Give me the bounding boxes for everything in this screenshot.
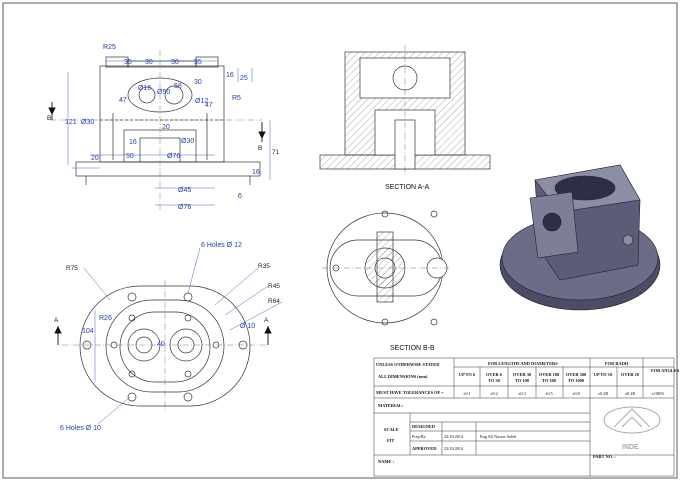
dim-30-right: 30 xyxy=(171,59,179,66)
tb-range-label: OVER 100 xyxy=(539,372,560,377)
cut-label-b-left: B xyxy=(47,115,51,122)
tb-tolerance-value: ±0.2R xyxy=(598,391,609,396)
isometric-view xyxy=(499,164,661,311)
dim-6-holes-10: 6 Holes Ø 10 xyxy=(60,425,101,432)
section-bb-caption: SECTION B-B xyxy=(390,345,435,352)
tb-part-no-label: PART NO. : xyxy=(593,454,616,459)
section-bb-view xyxy=(322,210,450,326)
dim-121: 121 xyxy=(65,119,77,126)
tb-fit-label: FIT xyxy=(387,438,394,443)
top-view-centerlines xyxy=(62,280,268,412)
front-view-dimensions: R25 35 30 30 35 16 25 30 Ø16 Ø50 58 47 Ø… xyxy=(65,44,280,211)
top-view-dimensions: 6 Holes Ø 12 R75 R35 R45 R64 R26 104 40 … xyxy=(60,242,280,432)
dim-dia76-inner: Ø76 xyxy=(167,153,180,160)
dim-dia12: Ø12 xyxy=(195,98,208,105)
dim-dia76-outer: Ø76 xyxy=(178,204,191,211)
tb-range-label: OVER 300 xyxy=(566,372,587,377)
dim-6-holes-12: 6 Holes Ø 12 xyxy=(201,242,242,249)
dim-r26: R26 xyxy=(99,315,112,322)
tb-range-label: TO 1000 xyxy=(568,378,585,383)
tb-must-have-tolerances: MUST HAVE TOLERANCES OF = xyxy=(376,390,444,395)
tb-range-label: UP TO 10 xyxy=(594,372,613,377)
section-aa-caption: SECTION A-A xyxy=(385,184,430,191)
dim-dia45: Ø45 xyxy=(178,187,191,194)
dim-dia50: Ø50 xyxy=(157,89,170,96)
dim-16-top: 16 xyxy=(226,72,234,79)
tb-tolerance-value: ±0.5 xyxy=(545,391,553,396)
tb-range-label: UP TO 6 xyxy=(459,372,476,377)
dim-dia30-inner: Ø30 xyxy=(181,138,194,145)
dim-r64: R64 xyxy=(268,298,280,305)
dim-dia16: Ø16 xyxy=(138,85,151,92)
cut-line-bb xyxy=(48,102,266,142)
tb-range-label: OVER 10 xyxy=(621,372,640,377)
tb-lengths-header: FOR LENGTHS AND DIAMETERS xyxy=(488,361,558,366)
dim-dia10: Ø 10 xyxy=(240,323,255,330)
tb-radii-header: FOR RADII xyxy=(605,361,629,366)
tb-range-label: TO 30 xyxy=(488,378,501,383)
tb-range-label: OVER 30 xyxy=(513,372,532,377)
dim-6: 6 xyxy=(238,193,242,200)
cut-label-b-right: B xyxy=(258,145,262,152)
dim-71: 71 xyxy=(272,149,280,156)
tb-prep-date: 22/10/2014 xyxy=(444,434,464,439)
tb-material-label: MATERIAL: xyxy=(378,403,404,408)
tb-tolerance-value: ±0.3 xyxy=(518,391,526,396)
dim-47-right: 47 xyxy=(205,102,213,109)
tb-designed-label: DESIGNED xyxy=(412,424,435,429)
tb-scale-label: SCALE xyxy=(384,427,399,432)
cut-label-a-left: A xyxy=(54,317,59,324)
tb-tolerance-value: ±0.8 xyxy=(572,391,580,396)
title-block-text: UNLESS OTHERWISE STATED ALL DIMENSIONS (… xyxy=(376,361,680,464)
front-view-dimension-lines xyxy=(67,60,271,206)
tb-all-dimensions: ALL DIMENSIONS (mm) xyxy=(378,374,428,379)
dim-16-base: 16 xyxy=(252,169,260,176)
dim-47-left: 47 xyxy=(119,97,127,104)
tb-angles-header: FOR ANGLES xyxy=(651,368,680,373)
dim-35-left: 35 xyxy=(124,59,132,66)
dim-50: 50 xyxy=(126,153,134,160)
logo xyxy=(603,406,661,434)
title-block xyxy=(373,357,675,477)
dim-r45: R45 xyxy=(268,283,280,290)
tb-approved-date: 23/10/2014 xyxy=(444,446,464,451)
dim-r25: R25 xyxy=(103,44,116,51)
tb-tolerance-values: ±0.1 ±0.2 ±0.3 ±0.5 ±0.8 ±0.2R ±0.2R ±10R% xyxy=(463,391,665,396)
logo-text: INDE xyxy=(622,444,639,451)
dim-35-right: 35 xyxy=(194,59,202,66)
tb-name-label: NAME : xyxy=(378,459,395,464)
cut-line-aa xyxy=(54,325,272,345)
dim-25: 25 xyxy=(240,75,248,82)
tb-approved-label: APPROVED xyxy=(412,446,436,451)
section-aa-view xyxy=(319,45,491,175)
dim-104: 104 xyxy=(82,328,94,335)
tb-prep-label: Prep.By xyxy=(412,434,427,439)
dim-20-inner: 20 xyxy=(162,124,170,131)
dim-20-base: 20 xyxy=(91,155,99,162)
tb-range-label: OVER 6 xyxy=(486,372,503,377)
top-view-leaders xyxy=(83,247,283,425)
dim-r75: R75 xyxy=(66,265,78,272)
dim-r35: R35 xyxy=(258,263,270,270)
dim-r5: R5 xyxy=(232,95,241,102)
cut-label-a-right: A xyxy=(264,317,269,324)
dim-dia30: Ø30 xyxy=(81,119,94,126)
tb-range-label: TO 100 xyxy=(515,378,530,383)
tb-tolerance-value: ±0.2R xyxy=(625,391,636,396)
tb-unless-stated: UNLESS OTHERWISE STATED xyxy=(376,362,439,367)
front-view-centerlines xyxy=(50,50,262,210)
tb-range-label: TO 300 xyxy=(542,378,557,383)
dim-16-inner: 16 xyxy=(129,139,137,146)
tb-tolerance-value: ±10R% xyxy=(652,391,665,396)
dim-58: 58 xyxy=(174,83,182,90)
dim-40: 40 xyxy=(157,341,165,348)
dim-30-side: 30 xyxy=(194,79,202,86)
tb-prep-name: Eng.Ali Nasser Saleh xyxy=(480,434,517,439)
tb-tolerance-value: ±0.1 xyxy=(463,391,471,396)
tb-tolerance-value: ±0.2 xyxy=(490,391,498,396)
dim-30-left: 30 xyxy=(145,59,153,66)
